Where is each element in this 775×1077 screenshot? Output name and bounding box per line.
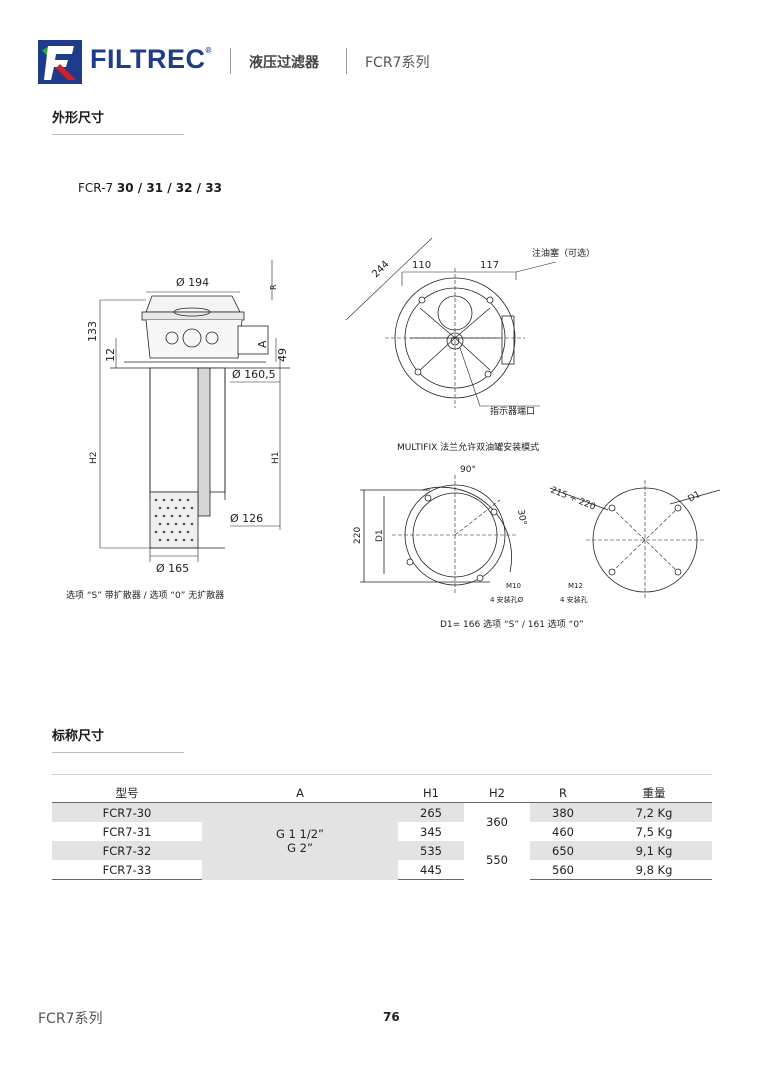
dim-h2: H2	[89, 452, 99, 465]
dim-12: 12	[104, 348, 117, 362]
table-row: FCR7-32 535 550 650 9,1 Kg	[52, 841, 712, 880]
cell-model: FCR7-31	[102, 824, 152, 839]
dim-49: 49	[276, 348, 289, 362]
cell-weight: 9,8 Kg	[596, 860, 712, 880]
dim-220: 220	[353, 527, 363, 544]
dim-d1-right: D1	[687, 490, 703, 505]
dim-angle-90: 90°	[460, 465, 476, 475]
cell-h2: 360	[464, 802, 530, 841]
col-header-model: 型号	[52, 783, 202, 803]
m10-label: M10	[506, 582, 521, 590]
flange-drawings: 90° 30° 220 D1 M10 4 安装孔Ø 215 ÷ 220 D1 M…	[353, 465, 721, 604]
m12-label: M12	[568, 582, 583, 590]
cell-r: 460	[552, 824, 574, 839]
diffuser-option-note: 选项 “S” 带扩散器 / 选项 “0” 无扩散器	[66, 591, 225, 601]
dim-d1-left: D1	[375, 529, 385, 542]
dim-dia-126: Ø 126	[230, 512, 263, 525]
table-row: FCR7-30 G 1 1/2”G 2” 265 360 380 7,2 Kg	[52, 802, 712, 880]
top-view-drawing: 244 110 117 注油塞（可选） 指示器端口	[345, 238, 595, 417]
cell-h1: 445	[398, 860, 464, 880]
model-line: FCR-7 30 / 31 / 32 / 33	[78, 181, 222, 195]
holes-label: 4 安装孔	[560, 595, 588, 604]
holes-dia-label: 4 安装孔Ø	[490, 595, 524, 604]
filler-cap-label: 注油塞（可选）	[532, 247, 595, 259]
section-rule	[52, 134, 184, 135]
col-header-h2: H2	[464, 783, 530, 803]
cell-r: 560	[530, 860, 596, 880]
col-header-r: R	[530, 783, 596, 803]
cell-model: FCR7-30	[52, 802, 202, 822]
cell-weight: 9,1 Kg	[596, 841, 712, 860]
header-divider	[346, 48, 347, 74]
dim-117: 117	[480, 260, 499, 271]
filtrec-logo	[38, 40, 82, 84]
section-title-dimensions: 外形尺寸	[52, 111, 105, 126]
table-top-rule	[52, 774, 712, 775]
section-rule	[52, 752, 184, 753]
side-view-drawing: Ø 194 R 133 12 A 49 Ø 160,5 H2 H1 Ø 126 …	[86, 260, 290, 575]
dim-r: R	[269, 284, 278, 290]
indicator-port-label: 指示器端口	[490, 405, 535, 417]
dim-215-220: 215 ÷ 220	[549, 486, 597, 513]
header-divider	[230, 48, 231, 74]
dim-dia-165: Ø 165	[156, 562, 189, 575]
cell-model: FCR7-33	[52, 860, 202, 880]
cell-h1: 345	[420, 824, 442, 839]
cell-r: 650	[530, 841, 596, 860]
dim-a: A	[256, 340, 269, 348]
dim-110: 110	[412, 260, 431, 271]
dim-244: 244	[370, 259, 391, 280]
cell-r: 380	[530, 802, 596, 822]
dim-133: 133	[86, 321, 99, 342]
cell-h2: 550	[464, 841, 530, 880]
multifix-note: MULTIFIX 法兰允许双油罐安装模式	[397, 443, 540, 453]
table-row: FCR7-31 345 460 7,5 Kg	[52, 822, 712, 841]
table-row: FCR7-33 445 560 9,8 Kg	[52, 860, 712, 880]
col-header-h1: H1	[398, 783, 464, 803]
dim-h1: H1	[271, 452, 281, 465]
header-series: FCR7系列	[365, 55, 430, 71]
cell-h1: 265	[398, 802, 464, 822]
footer-series: FCR7系列	[38, 1011, 103, 1027]
cell-weight: 7,2 Kg	[596, 802, 712, 822]
brand-name: FILTREC®	[90, 44, 212, 74]
cell-weight: 7,5 Kg	[635, 824, 673, 839]
page-number: 76	[383, 1010, 400, 1024]
d1-note: D1= 166 选项 “S” / 161 选项 “0”	[440, 620, 584, 630]
cell-model: FCR7-32	[52, 841, 202, 860]
header-category: 液压过滤器	[249, 55, 319, 71]
spec-table: 型号 A H1 H2 R 重量 FCR7-30 G 1 1/2”G 2” 265…	[52, 783, 712, 880]
col-header-a: A	[202, 783, 398, 803]
cell-a: G 1 1/2”G 2”	[202, 802, 398, 880]
dim-dia-160-5: Ø 160,5	[232, 368, 276, 381]
cell-h1: 535	[398, 841, 464, 860]
col-header-weight: 重量	[596, 783, 712, 803]
dim-angle-30: 30°	[515, 509, 528, 526]
dim-dia-194: Ø 194	[176, 276, 209, 289]
section-title-nominal: 标称尺寸	[52, 729, 105, 744]
